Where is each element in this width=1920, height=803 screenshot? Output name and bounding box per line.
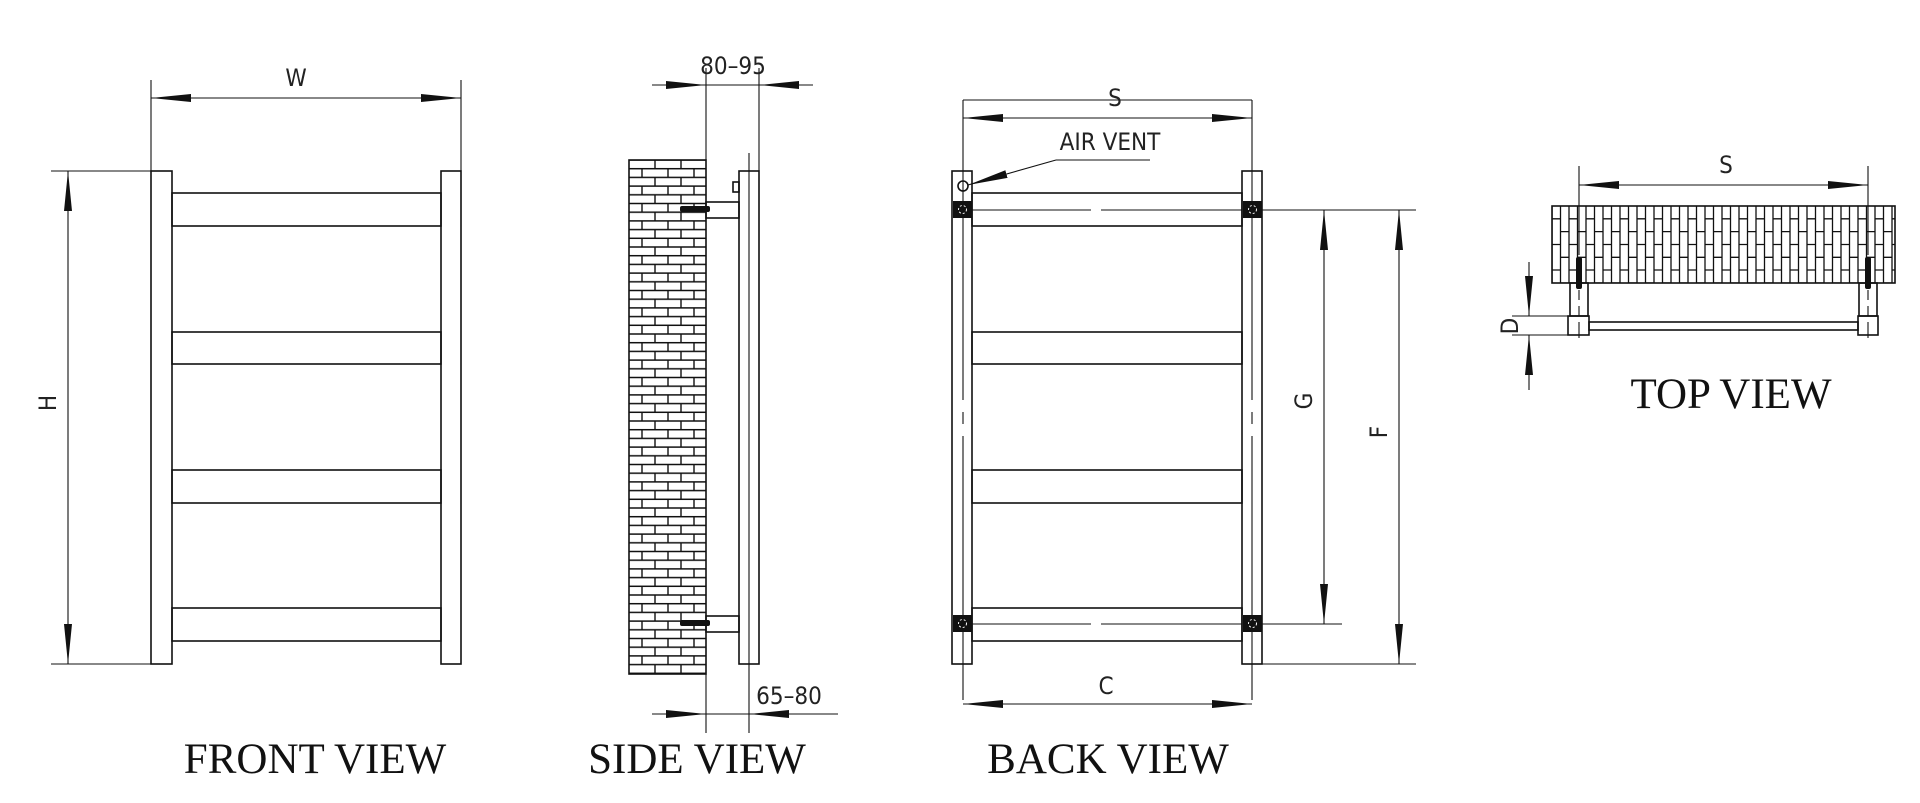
wall-to-center-dimension: 65–80 — [756, 682, 822, 710]
front-view: W H FRONT VIEW — [34, 64, 462, 783]
screw-icon — [1576, 257, 1582, 289]
front-left-rail — [150, 170, 173, 665]
depth-label: D — [1496, 318, 1524, 335]
mounting-point-icon — [1243, 615, 1262, 632]
inner-height-label: G — [1290, 393, 1318, 410]
top-view: S D TOP VIEW — [1496, 151, 1896, 418]
back-left-rail — [951, 170, 973, 665]
air-vent-icon — [957, 180, 969, 192]
front-view-title: FRONT VIEW — [184, 736, 447, 783]
front-bars — [171, 192, 442, 642]
top-brick-wall — [1551, 205, 1896, 284]
air-vent-label: AIR VENT — [1060, 128, 1162, 156]
center-spacing-top-label: S — [1108, 84, 1122, 112]
outer-height-label: F — [1365, 426, 1393, 438]
side-valve — [732, 181, 740, 193]
brick-wall — [628, 159, 707, 675]
mounting-point-icon — [953, 201, 972, 218]
height-dimension-label: H — [34, 395, 62, 411]
mounting-point-icon — [1243, 201, 1262, 218]
width-dimension-label: W — [285, 64, 306, 92]
wall-to-front-dimension: 80–95 — [700, 52, 766, 80]
center-spacing-bottom-label: C — [1098, 672, 1113, 700]
screw-icon — [680, 206, 710, 212]
screw-icon — [1865, 257, 1871, 289]
back-bars — [971, 192, 1243, 642]
back-view-title: BACK VIEW — [987, 736, 1229, 783]
screw-icon — [680, 620, 710, 626]
back-view: AIR VENT S C G F BACK VIEW — [951, 84, 1416, 783]
top-view-title: TOP VIEW — [1630, 371, 1831, 418]
side-bottom-bracket — [705, 615, 740, 633]
front-right-rail — [440, 170, 462, 665]
side-top-bracket — [705, 201, 740, 219]
mounting-point-icon — [953, 615, 972, 632]
top-tube — [1588, 321, 1859, 331]
side-view-title: SIDE VIEW — [588, 736, 806, 783]
top-span-label: S — [1719, 151, 1733, 179]
side-view: 80–95 65–80 SIDE VIEW — [588, 52, 838, 783]
